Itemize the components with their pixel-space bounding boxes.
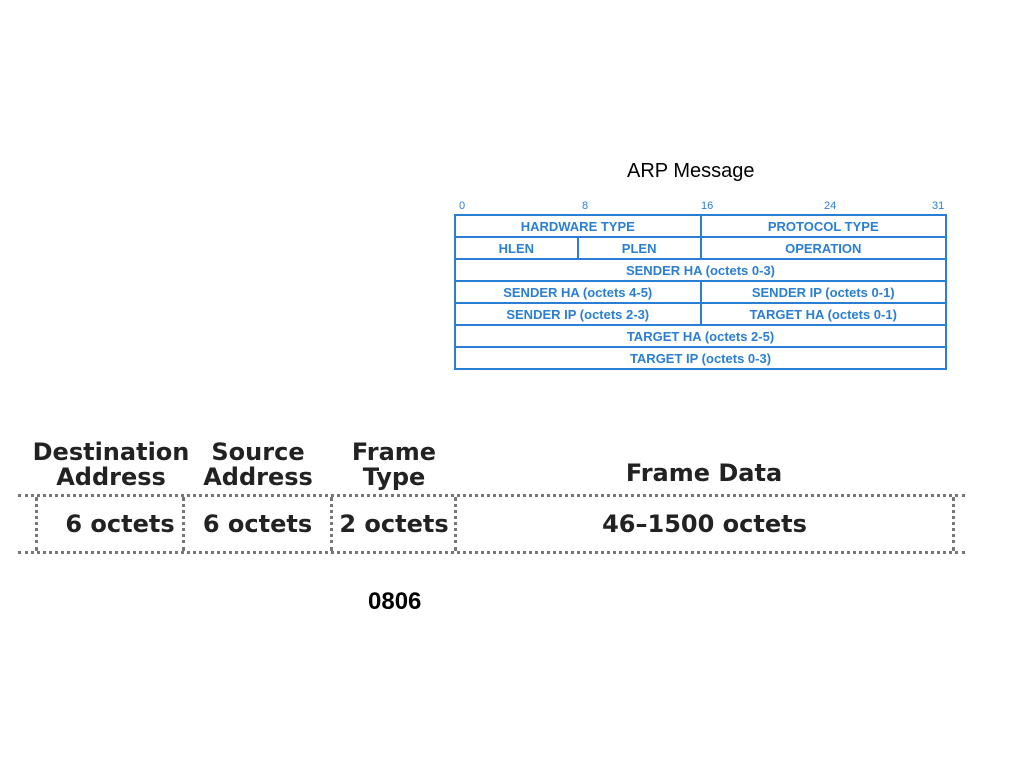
field-protocol-type: PROTOCOL TYPE <box>699 214 947 238</box>
field-target-ip-0-3: TARGET IP (octets 0-3) <box>454 346 947 370</box>
arp-row-7: TARGET IP (octets 0-3) <box>454 346 947 370</box>
header-frame-data: Frame Data <box>625 459 783 487</box>
field-sender-ha-0-3: SENDER HA (octets 0-3) <box>454 258 947 282</box>
bit-label-31: 31 <box>932 200 945 212</box>
frame-divider <box>182 497 185 551</box>
arp-row-3: SENDER HA (octets 0-3) <box>454 258 947 282</box>
arp-row-4: SENDER HA (octets 4-5) SENDER IP (octets… <box>454 280 947 304</box>
frame-divider <box>952 497 955 551</box>
arp-row-1: HARDWARE TYPE PROTOCOL TYPE <box>454 214 947 238</box>
bit-label-8: 8 <box>582 200 589 212</box>
cell-source-octets: 6 octets <box>202 510 313 538</box>
arp-row-6: TARGET HA (octets 2-5) <box>454 324 947 348</box>
cell-destination-octets: 6 octets <box>65 510 175 538</box>
field-hlen: HLEN <box>454 236 579 260</box>
frame-type-code: 0806 <box>368 588 422 615</box>
arp-message-title: ARP Message <box>627 160 755 182</box>
field-plen: PLEN <box>576 236 702 260</box>
bit-label-24: 24 <box>824 200 837 212</box>
field-sender-ha-4-5: SENDER HA (octets 4-5) <box>454 280 702 304</box>
field-sender-ip-2-3: SENDER IP (octets 2-3) <box>454 302 702 326</box>
arp-row-5: SENDER IP (octets 2-3) TARGET HA (octets… <box>454 302 947 326</box>
frame-divider <box>35 497 38 551</box>
arp-packet-format-table: HARDWARE TYPE PROTOCOL TYPE HLEN PLEN OP… <box>454 214 947 370</box>
field-sender-ip-0-1: SENDER IP (octets 0-1) <box>699 280 947 304</box>
bit-label-16: 16 <box>701 200 714 212</box>
cell-type-octets: 2 octets <box>339 510 449 538</box>
ethernet-frame-row: 6 octets 6 octets 2 octets 46–1500 octet… <box>18 494 965 554</box>
header-source-address: Source Address <box>203 438 313 491</box>
frame-divider <box>454 497 457 551</box>
field-target-ha-0-1: TARGET HA (octets 0-1) <box>699 302 947 326</box>
header-frame-type: Frame Type <box>351 438 437 491</box>
bit-label-0: 0 <box>459 200 466 212</box>
field-operation: OPERATION <box>699 236 947 260</box>
field-hardware-type: HARDWARE TYPE <box>454 214 702 238</box>
arp-row-2: HLEN PLEN OPERATION <box>454 236 947 260</box>
cell-data-octets: 46–1500 octets <box>602 510 807 538</box>
field-target-ha-2-5: TARGET HA (octets 2-5) <box>454 324 947 348</box>
header-destination-address: Destination Address <box>32 438 190 491</box>
frame-divider <box>330 497 333 551</box>
